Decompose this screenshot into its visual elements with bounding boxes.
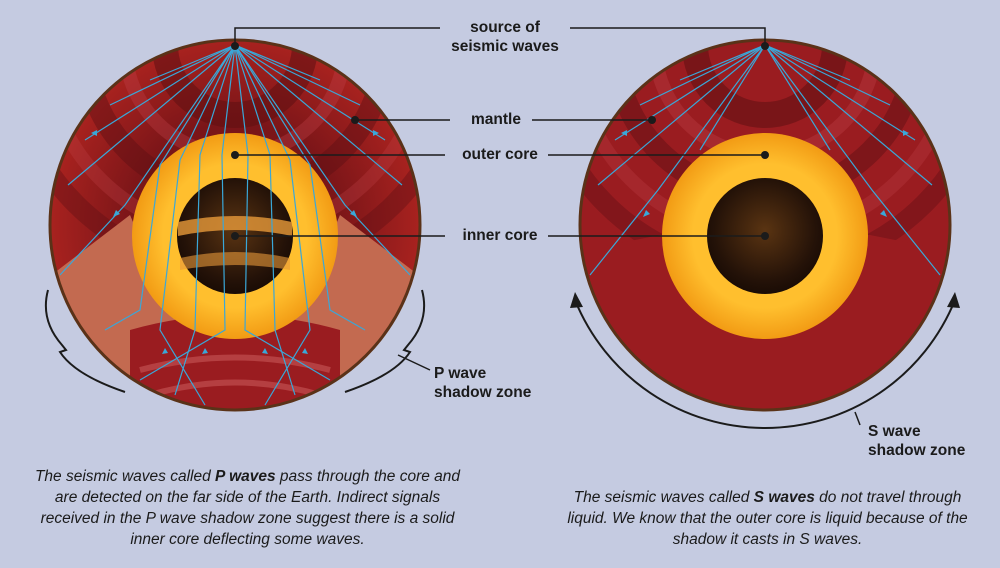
- caption-right: The seismic waves called S waves do not …: [560, 487, 975, 550]
- s-shadow-line2: shadow zone: [868, 442, 966, 459]
- s-shadow-arrow-left: [570, 292, 583, 308]
- left-earth: [44, 38, 426, 412]
- left-inner-core-band: [178, 216, 292, 236]
- right-s-wave-rays: [589, 44, 941, 276]
- s-shadow-zone-arc: [574, 299, 956, 429]
- right-earth: [570, 38, 960, 429]
- outer-core-label: outer core: [462, 146, 538, 163]
- inner-core-label: inner core: [462, 227, 538, 244]
- left-far-side: [130, 315, 340, 410]
- p-shadow-line2: shadow zone: [434, 384, 532, 401]
- caption-left-post: pass through the core and are detected o…: [40, 468, 461, 548]
- caption-right-pre: The seismic waves called: [573, 489, 754, 506]
- caption-left: The seismic waves called P waves pass th…: [25, 466, 470, 550]
- source-label-line2: seismic waves: [451, 38, 559, 55]
- caption-right-bold: S waves: [753, 489, 815, 506]
- caption-left-pre: The seismic waves called: [34, 468, 216, 485]
- s-shadow-arrow-right: [947, 292, 960, 308]
- s-shadow-zone-label: S wave shadow zone: [868, 422, 965, 460]
- left-ray-arrows: [91, 130, 379, 354]
- mantle-label: mantle: [471, 111, 521, 128]
- p-shadow-zone-label: P wave shadow zone: [434, 364, 531, 402]
- source-label-line1: source of: [470, 19, 540, 36]
- left-brace-right: [344, 289, 426, 393]
- leader-lines: [234, 27, 861, 426]
- caption-left-bold: P waves: [215, 468, 276, 485]
- right-ray-arrows: [621, 130, 909, 217]
- source-label: source of seismic waves: [440, 18, 570, 56]
- leader-dots: [231, 42, 769, 240]
- caption-right-post: do not travel through liquid. We know th…: [567, 489, 968, 548]
- s-shadow-line1: S wave: [868, 423, 921, 440]
- left-p-wave-rays: [59, 44, 411, 406]
- left-brace-left: [44, 289, 126, 393]
- p-shadow-line1: P wave: [434, 365, 487, 382]
